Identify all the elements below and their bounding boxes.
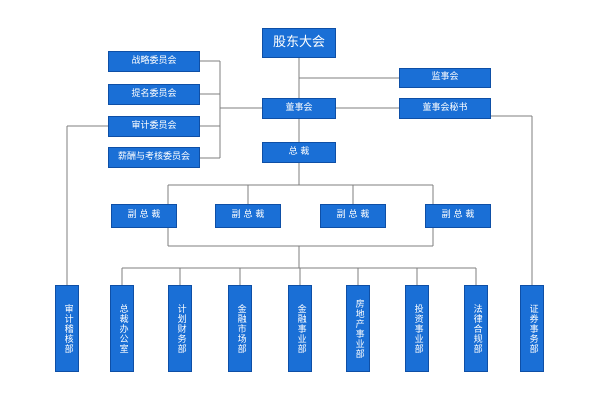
node-dept-securities: 证券事务部 — [520, 285, 544, 372]
node-dept-investment: 投资事业部 — [405, 285, 429, 372]
node-board-of-directors: 董事会 — [262, 98, 336, 119]
node-nomination-committee: 提名委员会 — [108, 84, 200, 105]
node-dept-legal-compliance: 法律合规部 — [464, 285, 488, 372]
node-dept-president-office: 总裁办公室 — [110, 285, 134, 372]
node-vice-president-1: 副 总 裁 — [111, 204, 177, 228]
node-vice-president-2: 副 总 裁 — [215, 204, 281, 228]
node-shareholders-meeting: 股东大会 — [262, 28, 336, 58]
node-vice-president-4: 副 总 裁 — [425, 204, 491, 228]
node-supervisory-board: 监事会 — [399, 68, 491, 88]
node-dept-real-estate: 房地产事业部 — [346, 285, 370, 372]
node-board-secretary: 董事会秘书 — [399, 98, 491, 119]
node-vice-president-3: 副 总 裁 — [320, 204, 386, 228]
node-dept-financial-markets: 金融市场部 — [228, 285, 252, 372]
node-president: 总 裁 — [262, 142, 336, 163]
node-audit-committee: 审计委员会 — [108, 116, 200, 137]
node-dept-finance-business: 金融事业部 — [288, 285, 312, 372]
node-dept-audit: 审计稽核部 — [55, 285, 79, 372]
node-dept-planning-finance: 计划财务部 — [168, 285, 192, 372]
node-compensation-committee: 薪酬与考核委员会 — [108, 147, 200, 168]
node-strategy-committee: 战略委员会 — [108, 51, 200, 72]
